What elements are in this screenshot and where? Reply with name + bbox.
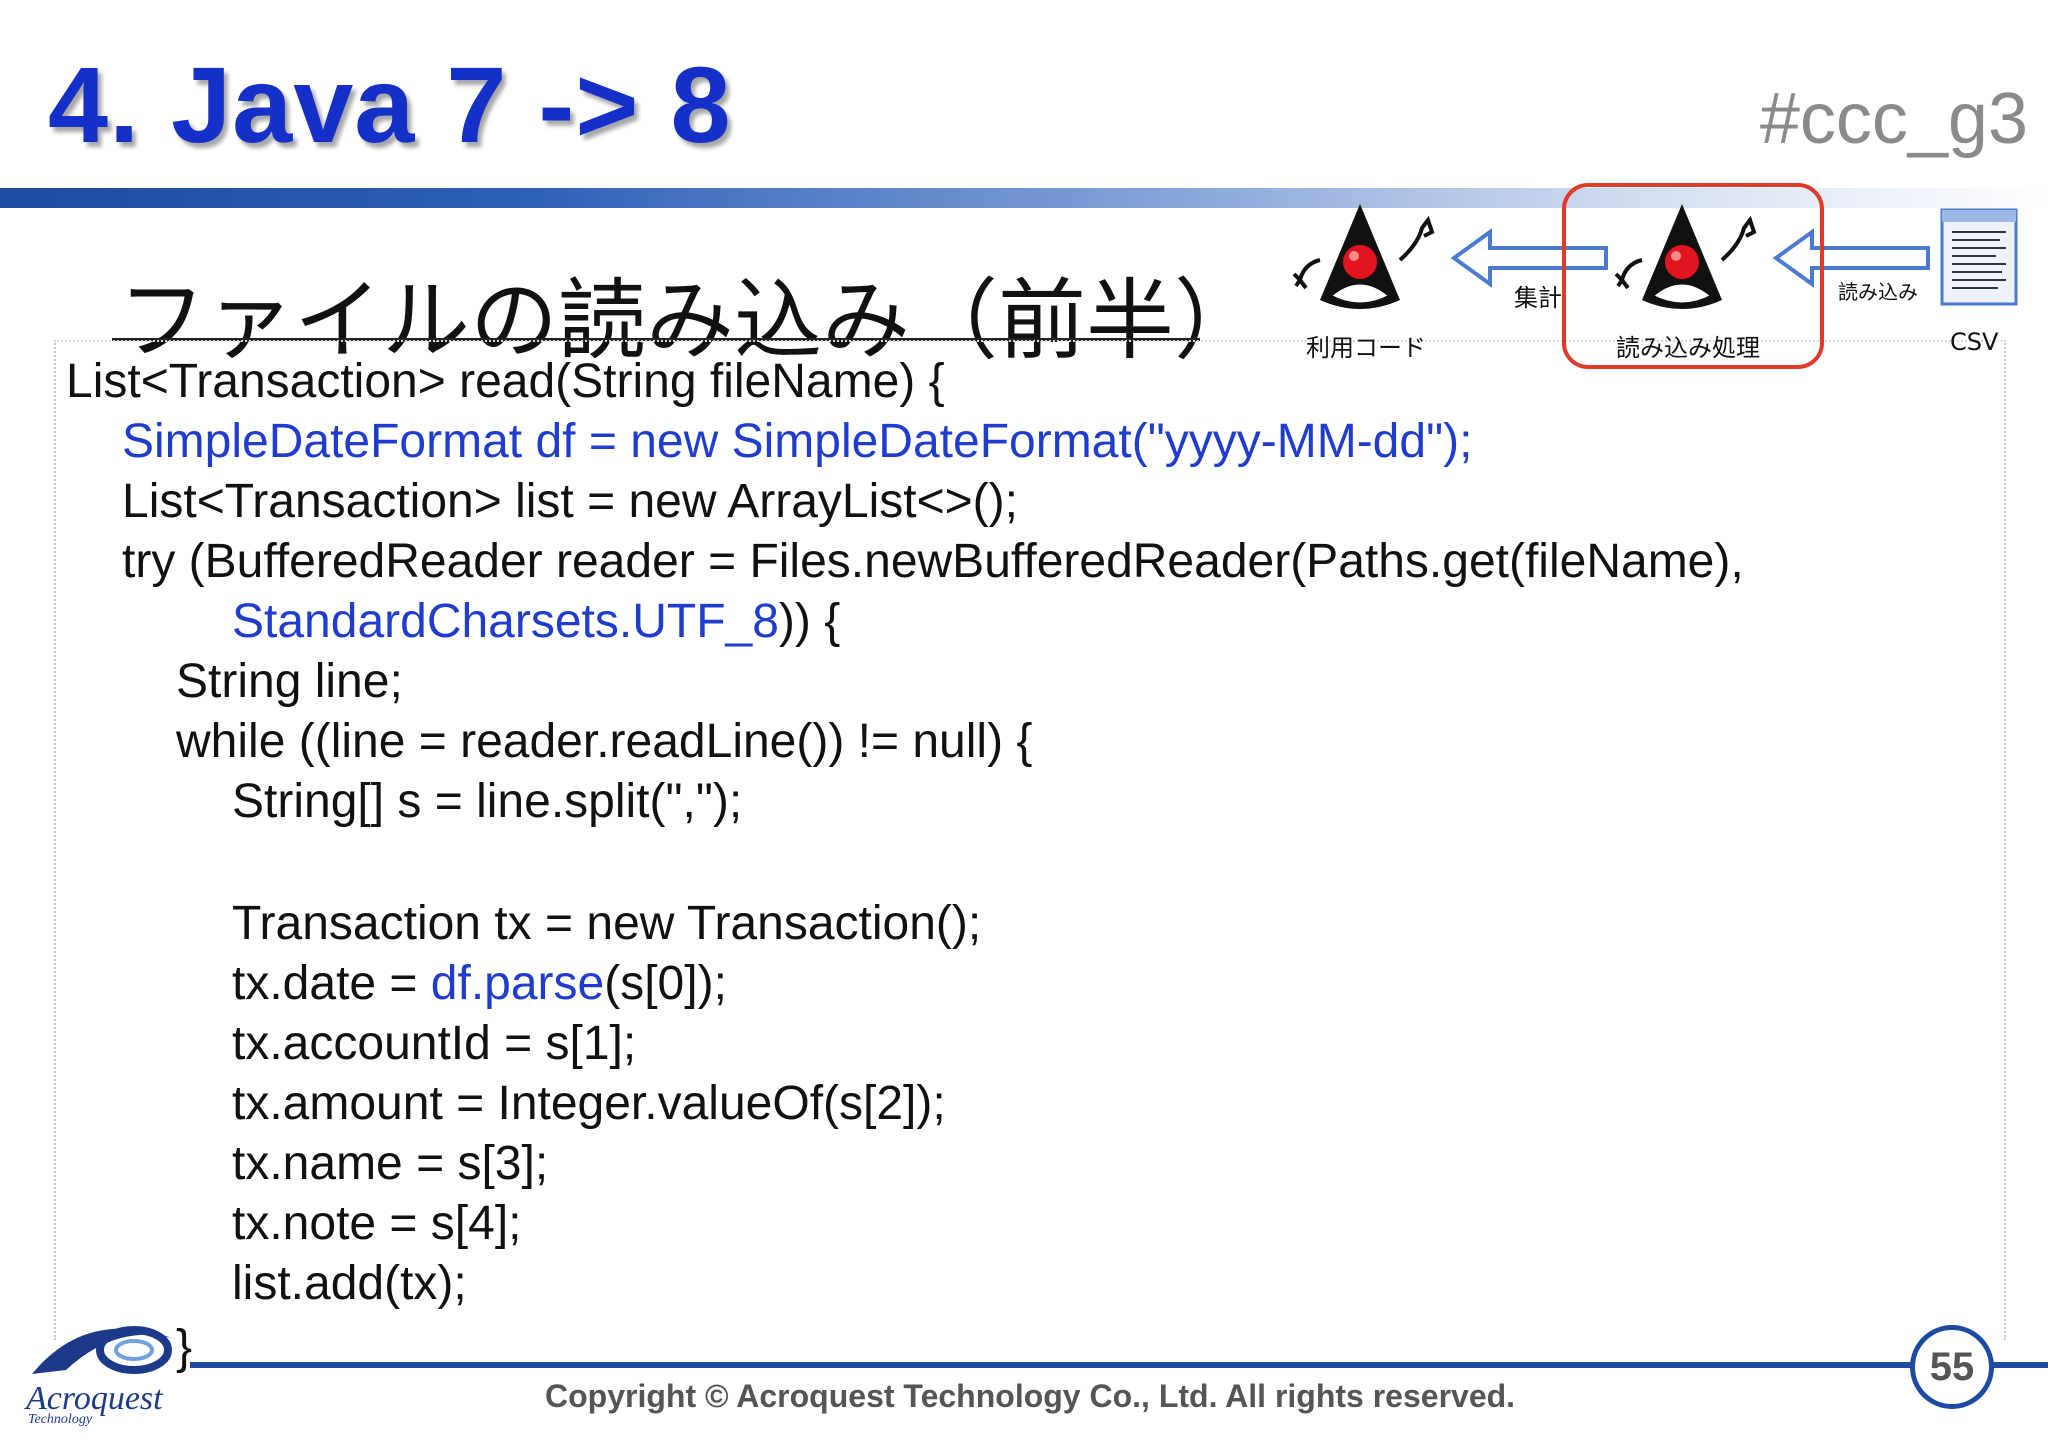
highlight-box xyxy=(1562,183,1824,369)
code-line: tx.accountId = s[1]; xyxy=(232,1014,636,1074)
code-text: List<Transaction> list = new ArrayList<>… xyxy=(122,475,1018,528)
duke-mascot-left-icon xyxy=(1292,204,1435,309)
code-line: tx.date = df.parse(s[0]); xyxy=(232,954,727,1014)
code-text: tx.name = s[3]; xyxy=(232,1137,549,1190)
code-text: tx.accountId = s[1]; xyxy=(232,1017,637,1070)
code-frame xyxy=(54,340,2006,1340)
arrow-left-icon xyxy=(1772,228,1930,288)
code-line: try (BufferedReader reader = Files.newBu… xyxy=(122,532,1744,592)
code-text: Transaction tx = new Transaction(); xyxy=(232,897,982,950)
code-line: List<Transaction> list = new ArrayList<>… xyxy=(122,472,1018,532)
code-text: List<Transaction> read(String fileName) … xyxy=(66,355,945,408)
code-text: tx.amount = Integer.valueOf(s[2]); xyxy=(232,1077,946,1130)
code-line: list.add(tx); xyxy=(232,1254,467,1314)
code-line: Transaction tx = new Transaction(); xyxy=(232,894,981,954)
code-text: tx.date = xyxy=(232,957,431,1010)
code-text: try (BufferedReader reader = Files.newBu… xyxy=(122,535,1744,588)
footer-line-right xyxy=(1990,1362,2048,1368)
code-line: } xyxy=(176,1318,192,1378)
logo-subtext: Technology xyxy=(28,1412,93,1427)
subtitle-underline xyxy=(112,338,1200,341)
section-subtitle: ファイルの読み込み（前半） xyxy=(118,269,1263,372)
code-line: StandardCharsets.UTF_8)) { xyxy=(232,592,840,652)
slide-title: 4. Java 7 -> 8 xyxy=(48,44,732,165)
code-line: String[] s = line.split(","); xyxy=(232,772,742,832)
header-gradient-bar xyxy=(0,188,2048,208)
code-line: tx.note = s[4]; xyxy=(232,1194,522,1254)
diagram-label-reader: 読み込み処理 xyxy=(1616,334,1760,362)
code-text: tx.note = s[4]; xyxy=(232,1197,522,1250)
code-text: )) { xyxy=(778,595,841,648)
code-line: tx.name = s[3]; xyxy=(232,1134,548,1194)
code-line: List<Transaction> read(String fileName) … xyxy=(66,352,945,412)
hashtag-label: #ccc_g3 xyxy=(1759,79,2028,159)
copyright-text: Copyright © Acroquest Technology Co., Lt… xyxy=(545,1378,1516,1414)
code-text: String[] s = line.split(","); xyxy=(232,775,743,828)
page-number: 55 xyxy=(1910,1325,1994,1409)
csv-document-icon xyxy=(1940,208,2018,306)
arrow-label-aggregate: 集計 xyxy=(1514,284,1562,312)
arrow-left-icon xyxy=(1450,228,1608,288)
code-text: while ((line = reader.readLine()) != nul… xyxy=(176,715,1033,768)
code-line: while ((line = reader.readLine()) != nul… xyxy=(176,712,1032,772)
code-text: (s[0]); xyxy=(604,957,727,1010)
code-highlight: StandardCharsets.UTF_8 xyxy=(232,595,779,648)
acroquest-logo-icon xyxy=(32,1326,172,1374)
code-text: String line; xyxy=(176,655,403,708)
code-highlight: SimpleDateFormat df = new SimpleDateForm… xyxy=(122,415,1473,468)
code-highlight: df.parse xyxy=(430,957,605,1010)
diagram-label-user-code: 利用コード xyxy=(1306,334,1426,362)
duke-mascot-middle-icon xyxy=(1614,204,1757,309)
code-line: String line; xyxy=(176,652,403,712)
code-line: SimpleDateFormat df = new SimpleDateForm… xyxy=(122,412,1472,472)
code-text: } xyxy=(176,1321,193,1374)
diagram-label-csv: CSV xyxy=(1950,328,1999,356)
code-line: tx.amount = Integer.valueOf(s[2]); xyxy=(232,1074,946,1134)
logo-text: Acroquest xyxy=(26,1380,163,1417)
code-text: list.add(tx); xyxy=(232,1257,467,1310)
arrow-label-read: 読み込み xyxy=(1838,280,1918,304)
footer-line xyxy=(190,1362,1920,1368)
